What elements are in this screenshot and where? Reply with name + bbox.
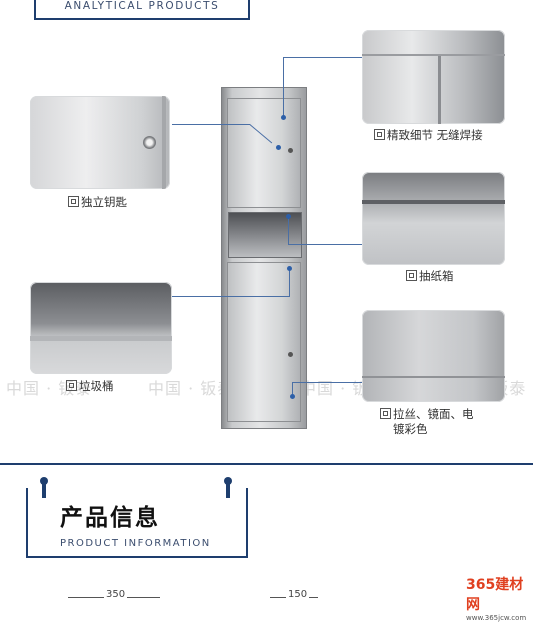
- callout-dot: [281, 115, 286, 120]
- square-bullet-icon: [406, 270, 417, 281]
- callout-dot: [290, 394, 295, 399]
- square-bullet-icon: [66, 380, 77, 391]
- callout-dot: [276, 145, 281, 150]
- product-info-title: 产品信息: [60, 505, 160, 531]
- square-bullet-icon: [68, 196, 79, 207]
- fine-detail-caption: 精致细节 无缝焊接: [374, 128, 483, 143]
- cabinet-top-door: [227, 98, 301, 208]
- depth-dimension: 150: [286, 589, 310, 600]
- tissue-caption: 抽纸箱: [406, 269, 454, 284]
- section-divider: [0, 463, 533, 465]
- leader-line: [288, 218, 289, 244]
- leader-line: [292, 382, 293, 396]
- leader-line: [172, 296, 290, 297]
- cabinet-illustration: [221, 87, 307, 429]
- leader-line: [283, 57, 362, 58]
- leader-line: [289, 270, 290, 296]
- tissue-box-photo: [362, 172, 505, 265]
- pin-icon: [40, 477, 48, 498]
- product-info-subtitle: PRODUCT INFORMATION: [60, 538, 211, 549]
- leader-line: [288, 244, 362, 245]
- analytical-products-label: ANALYTICAL PRODUCTS: [64, 0, 220, 12]
- leader-line: [172, 124, 250, 125]
- cabinet-bottom-door: [227, 262, 301, 422]
- lock-icon: [288, 352, 293, 357]
- finish-photo: [362, 310, 505, 402]
- square-bullet-icon: [374, 129, 385, 140]
- cabinet-tissue-opening: [228, 212, 302, 258]
- product-info-header: 产品信息 PRODUCT INFORMATION: [26, 477, 248, 558]
- lock-icon: [288, 148, 293, 153]
- trash-caption: 垃圾桶: [66, 379, 114, 394]
- analytical-products-banner: ANALYTICAL PRODUCTS: [34, 0, 250, 20]
- fine-detail-photo: [362, 30, 505, 124]
- finish-caption: 拉丝、镜面、电 镀彩色: [380, 407, 474, 437]
- width-dimension: 350: [104, 589, 128, 600]
- pin-icon: [224, 477, 232, 498]
- square-bullet-icon: [380, 408, 391, 419]
- callout-dot: [287, 266, 292, 271]
- leader-line: [292, 382, 362, 383]
- watermark-2: 中国 · 钣泰: [148, 379, 235, 398]
- key-lock-photo: [30, 96, 170, 189]
- leader-line: [283, 57, 284, 117]
- lock-icon: [143, 136, 156, 149]
- site-logo: 365建材网 www.365jcw.com: [466, 577, 527, 622]
- key-caption: 独立钥匙: [68, 195, 127, 210]
- callout-dot: [286, 214, 291, 219]
- trash-bin-photo: [30, 282, 172, 374]
